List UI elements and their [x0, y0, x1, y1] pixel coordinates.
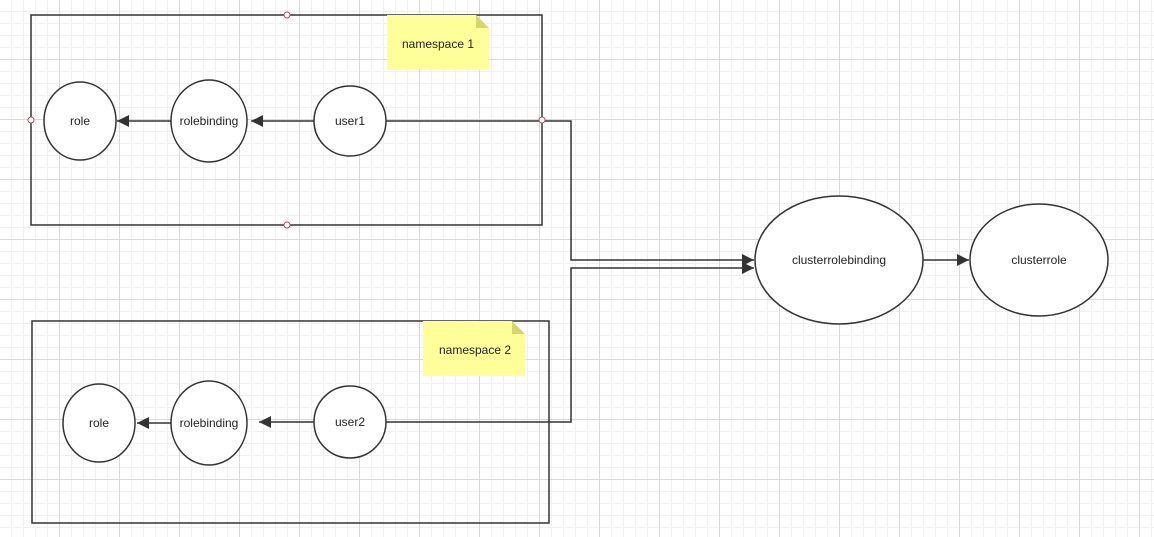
clusterrolebinding-node[interactable]: clusterrolebinding [754, 195, 924, 325]
edge-user2-to-clusterrolebinding[interactable] [386, 262, 754, 423]
namespace-1-note[interactable]: namespace 1 [387, 15, 489, 70]
role-node-1[interactable]: role [43, 81, 117, 161]
role-node-2[interactable]: role [62, 383, 136, 463]
edge-user1-to-clusterrolebinding[interactable] [386, 120, 754, 266]
clusterrolebinding-node-label: clusterrolebinding [792, 253, 886, 267]
selection-handle-top[interactable] [283, 11, 291, 19]
selection-handle-left[interactable] [27, 116, 35, 124]
clusterrole-node-label: clusterrole [1011, 253, 1067, 267]
rolebinding-node-1[interactable]: rolebinding [170, 79, 248, 163]
user2-node[interactable]: user2 [313, 385, 387, 459]
selection-handles[interactable] [27, 11, 546, 229]
selection-handle-right[interactable] [538, 116, 546, 124]
user1-node[interactable]: user1 [313, 85, 387, 157]
rolebinding-node-1-label: rolebinding [180, 114, 239, 128]
rolebinding-node-2[interactable]: rolebinding [170, 380, 248, 466]
namespace-2-note-label: namespace 2 [439, 343, 511, 357]
user2-node-label: user2 [335, 415, 365, 429]
role-node-2-label: role [89, 416, 109, 430]
selection-handle-bottom[interactable] [283, 221, 291, 229]
namespace-2-note[interactable]: namespace 2 [423, 321, 525, 376]
user1-node-label: user1 [335, 114, 365, 128]
namespace-1-note-label: namespace 1 [402, 37, 474, 51]
rolebinding-node-2-label: rolebinding [180, 416, 239, 430]
clusterrole-node[interactable]: clusterrole [969, 203, 1109, 317]
role-node-1-label: role [70, 114, 90, 128]
